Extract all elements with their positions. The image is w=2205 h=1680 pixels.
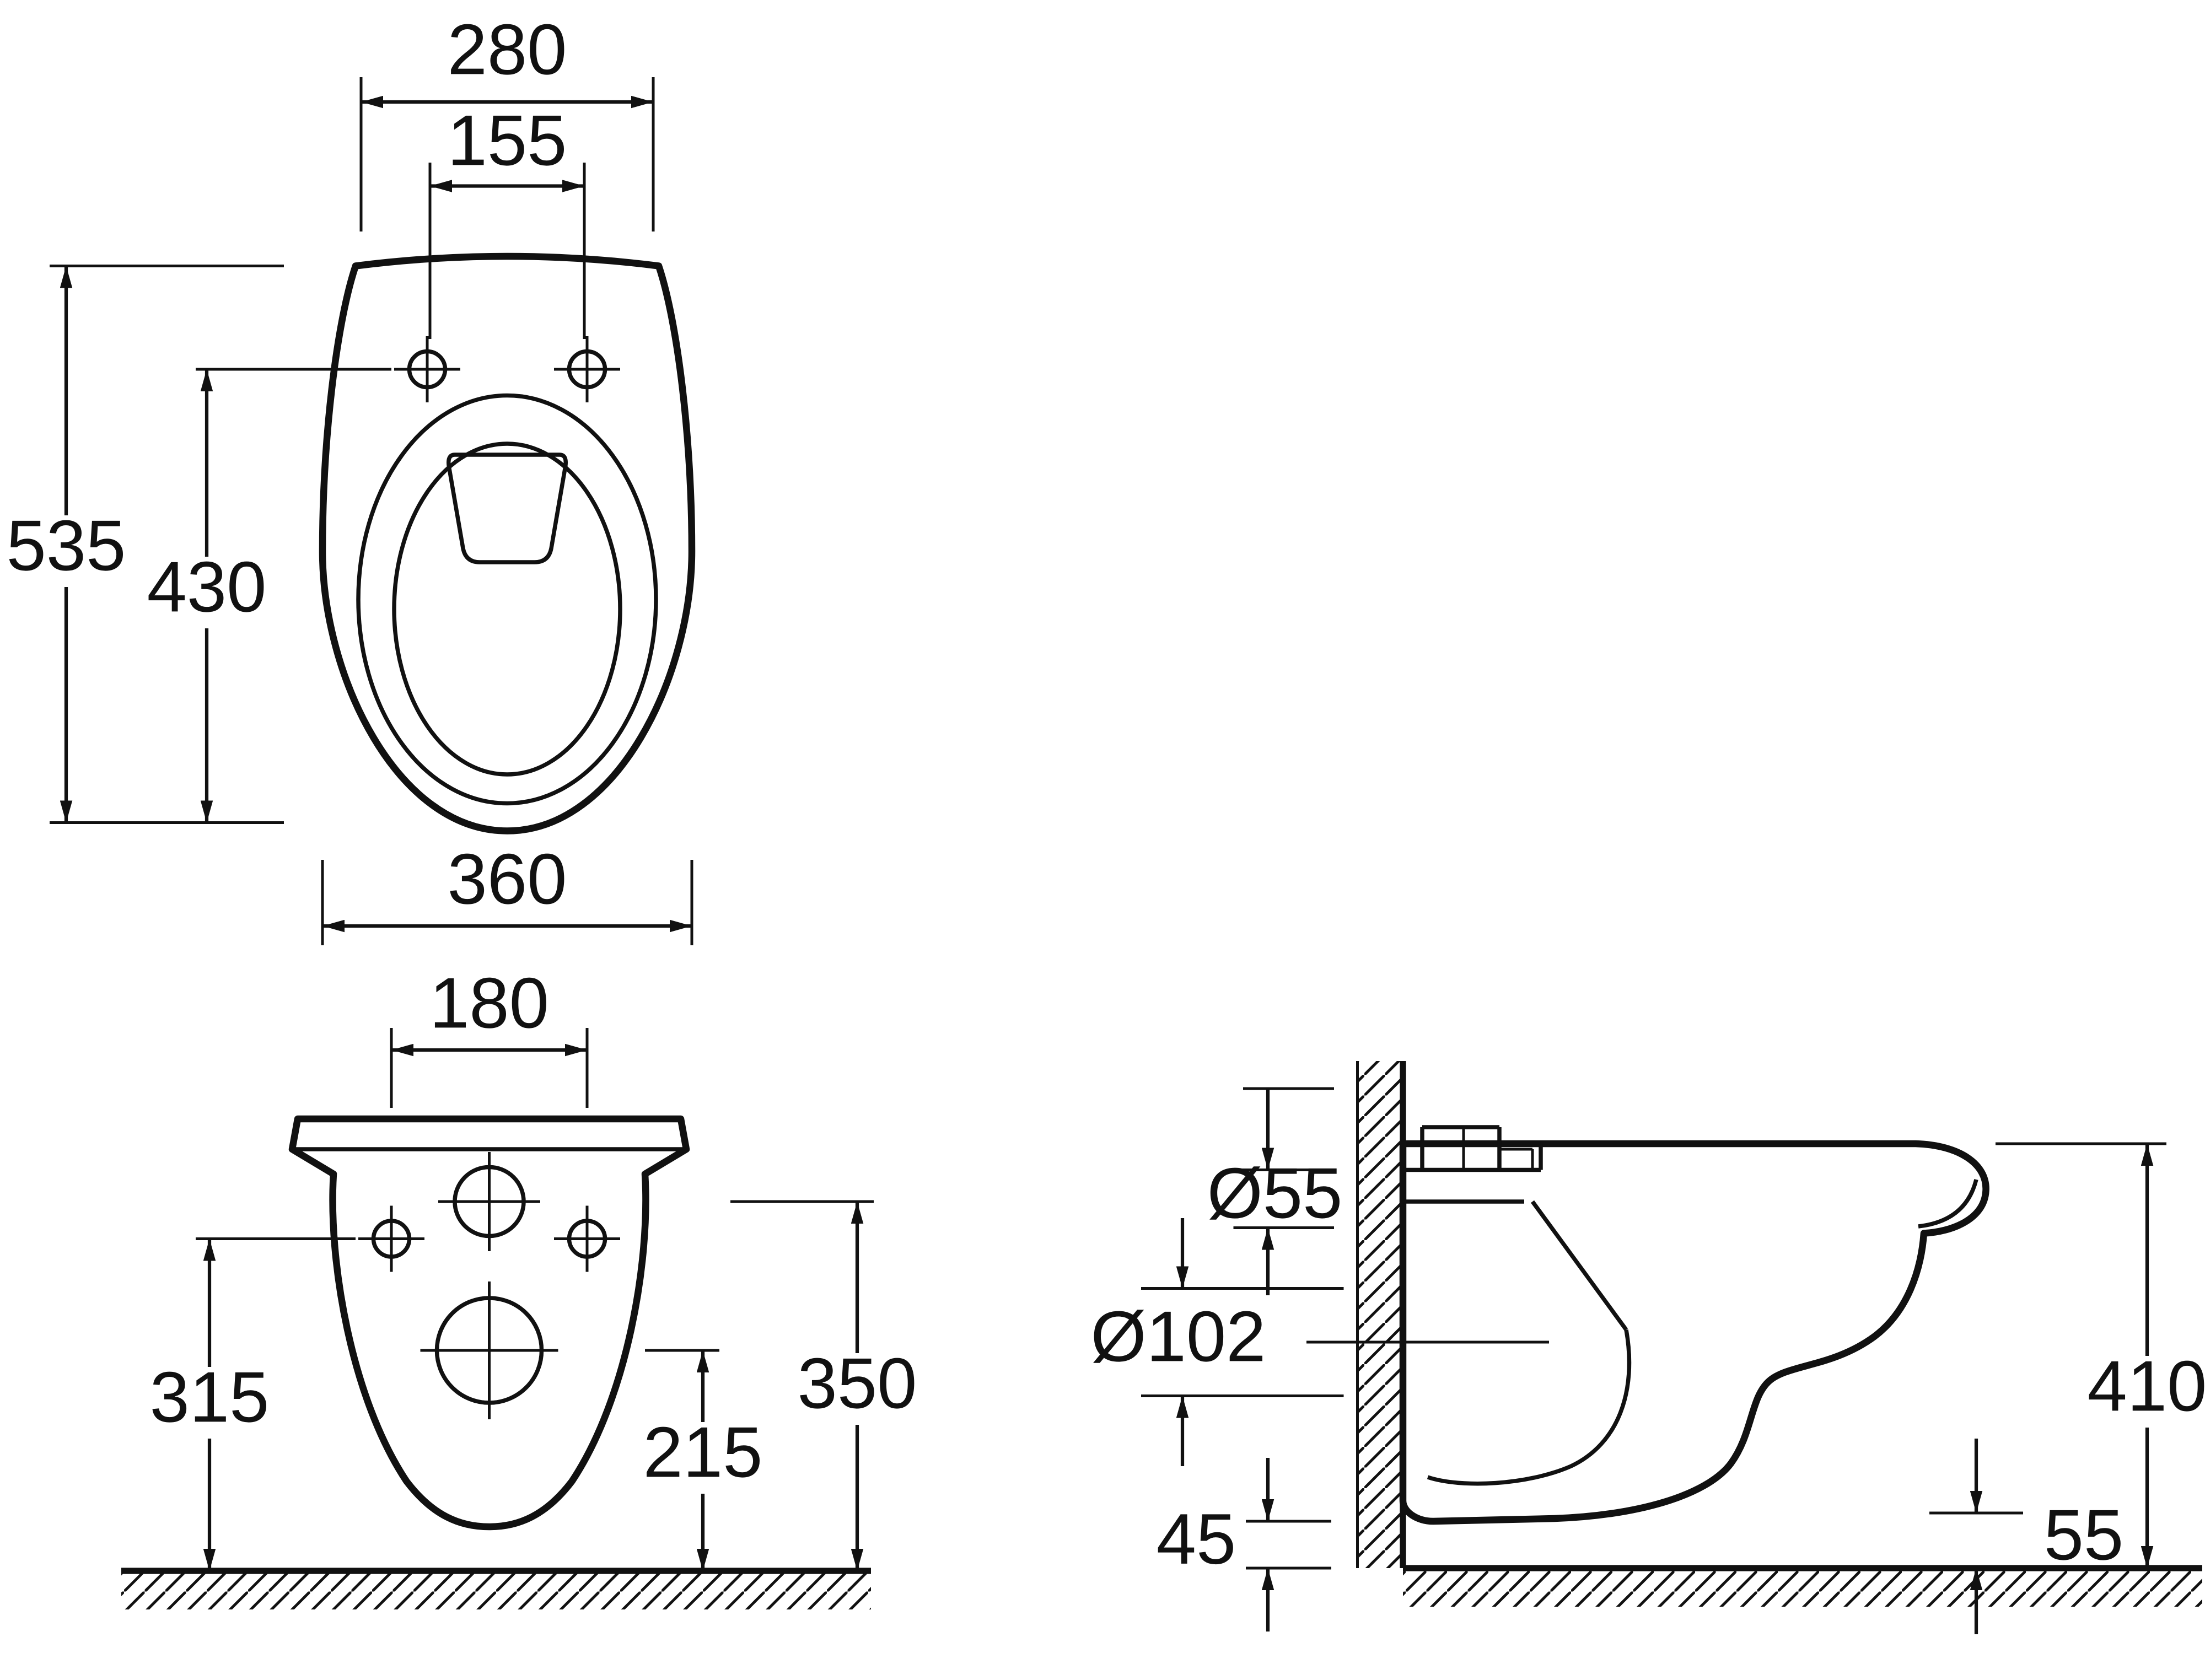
front-floor — [121, 1568, 871, 1609]
hinge-holes — [394, 336, 620, 402]
fixing-holes — [358, 1205, 620, 1272]
dim-label-215: 215 — [643, 1412, 763, 1492]
top-view: 280 155 535 430 360 — [7, 9, 696, 945]
dim-label-410: 410 — [2088, 1345, 2205, 1426]
dim-label-180: 180 — [429, 962, 549, 1043]
bowl-side-outline — [1306, 1125, 1989, 1525]
rim-inner-lip — [1918, 1179, 1978, 1229]
dim-label-inlet-diameter: Ø55 — [1207, 1153, 1343, 1233]
dim-rim-width: 280 — [359, 9, 655, 231]
dim-floor-to-rim-top: 410 — [1996, 1142, 2205, 1568]
seat-ring — [356, 393, 658, 806]
dim-floor-to-fixing-holes: 315 — [150, 1237, 356, 1571]
dim-floor-to-outlet: 215 — [643, 1349, 763, 1571]
side-floor — [1403, 1565, 2202, 1607]
dim-label-535: 535 — [7, 505, 126, 585]
dim-floor-to-inlet: 350 — [730, 1200, 918, 1571]
dim-label-280: 280 — [448, 9, 567, 89]
dim-label-155: 155 — [448, 100, 567, 180]
dim-bowl-width: 360 — [321, 838, 693, 945]
dim-hinge-to-front: 430 — [147, 368, 391, 823]
dim-label-outlet-diameter: Ø102 — [1090, 1296, 1266, 1376]
flush-water-spot — [447, 453, 568, 564]
wall-section — [1356, 1061, 1406, 1568]
dim-outlet-diameter: Ø102 — [1090, 1218, 1344, 1466]
inlet-fitting — [1420, 1125, 1534, 1170]
inlet-hole — [438, 1152, 540, 1251]
dim-front-clearance: 55 — [1929, 1439, 2123, 1634]
dim-label-360: 360 — [448, 838, 567, 919]
inner-bowl-profile — [1427, 1329, 1632, 1486]
dim-label-45: 45 — [1157, 1499, 1236, 1579]
side-view: Ø55 Ø102 45 410 55 — [1090, 1061, 2205, 1634]
dim-fixing-hole-spacing: 180 — [390, 962, 589, 1108]
bowl-opening — [392, 441, 622, 777]
dim-total-depth: 535 — [7, 265, 284, 824]
dim-label-430: 430 — [147, 546, 267, 627]
dim-inlet-diameter: Ø55 — [1207, 1087, 1343, 1295]
dim-hinge-hole-spacing: 155 — [428, 100, 586, 339]
dim-label-350: 350 — [798, 1343, 917, 1423]
bowl-plan-outline — [319, 252, 696, 834]
front-view: 180 315 215 350 — [121, 962, 918, 1609]
dim-label-315: 315 — [150, 1356, 270, 1437]
dim-floor-to-body-bottom: 45 — [1157, 1458, 1331, 1631]
outlet-hole — [420, 1281, 558, 1419]
dim-label-55: 55 — [2044, 1494, 2124, 1575]
